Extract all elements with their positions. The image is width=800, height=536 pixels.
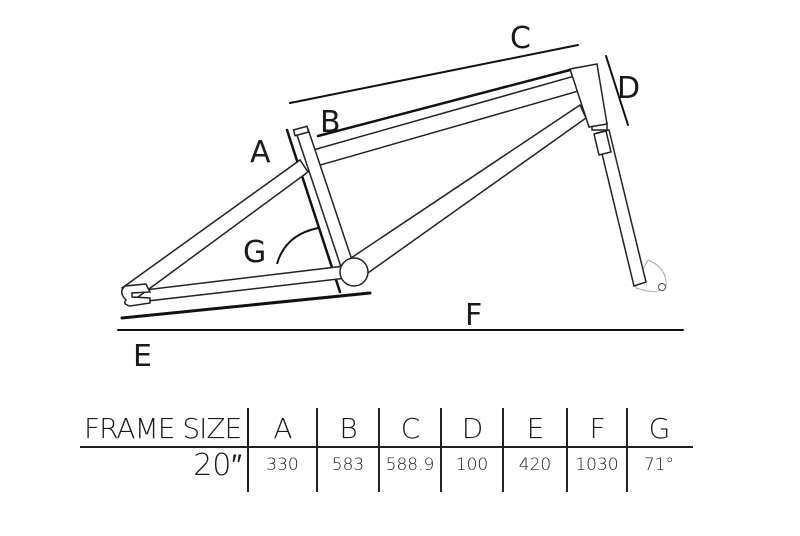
- value-c: 588.9: [385, 455, 435, 475]
- label-c: C: [510, 21, 531, 56]
- top-tube: [305, 74, 583, 169]
- rear-dropout: [121, 283, 152, 307]
- dimension-line-a: [285, 128, 342, 294]
- dimension-line-e: [120, 291, 372, 320]
- column-divider: [378, 408, 380, 492]
- column-divider: [247, 408, 249, 492]
- column-divider: [502, 408, 504, 492]
- label-g: G: [243, 235, 266, 270]
- header-g: G: [648, 412, 671, 445]
- header-f: F: [589, 412, 605, 445]
- fork-dropout: [635, 259, 667, 292]
- dimension-line-b: [316, 68, 572, 138]
- header-e: E: [526, 412, 545, 445]
- header-b: B: [339, 412, 357, 445]
- header-c: C: [400, 412, 421, 445]
- header-frame-size: FRAME SIZE: [84, 412, 242, 445]
- column-divider: [316, 408, 318, 492]
- dimension-line-d: [605, 55, 629, 126]
- value-a: 330: [266, 455, 299, 475]
- row-frame-size: 20″: [193, 448, 242, 483]
- bmx-frame-diagram: C B D A G F E: [117, 21, 684, 374]
- column-divider: [626, 408, 628, 492]
- column-divider: [440, 408, 442, 492]
- dimension-line-c: [289, 44, 579, 104]
- label-b: B: [320, 105, 341, 140]
- header-d: D: [461, 412, 484, 445]
- seat-tube-cap: [292, 125, 310, 137]
- label-a: A: [250, 135, 271, 170]
- fork-steerer: [593, 130, 612, 156]
- column-divider: [566, 408, 568, 492]
- angle-arc-g: [276, 227, 319, 265]
- label-e: E: [133, 339, 152, 374]
- value-d: 100: [455, 455, 489, 475]
- head-tube: [569, 63, 608, 128]
- value-f: 1030: [575, 455, 619, 475]
- label-d: D: [617, 71, 640, 106]
- value-g: 71°: [643, 455, 675, 475]
- table-header-rule: [80, 446, 693, 448]
- header-a: A: [273, 412, 292, 445]
- dropout-axle: [658, 283, 666, 291]
- bottom-bracket: [339, 257, 369, 287]
- value-e: 420: [518, 455, 552, 475]
- value-b: 583: [331, 455, 365, 475]
- label-f: F: [465, 298, 482, 333]
